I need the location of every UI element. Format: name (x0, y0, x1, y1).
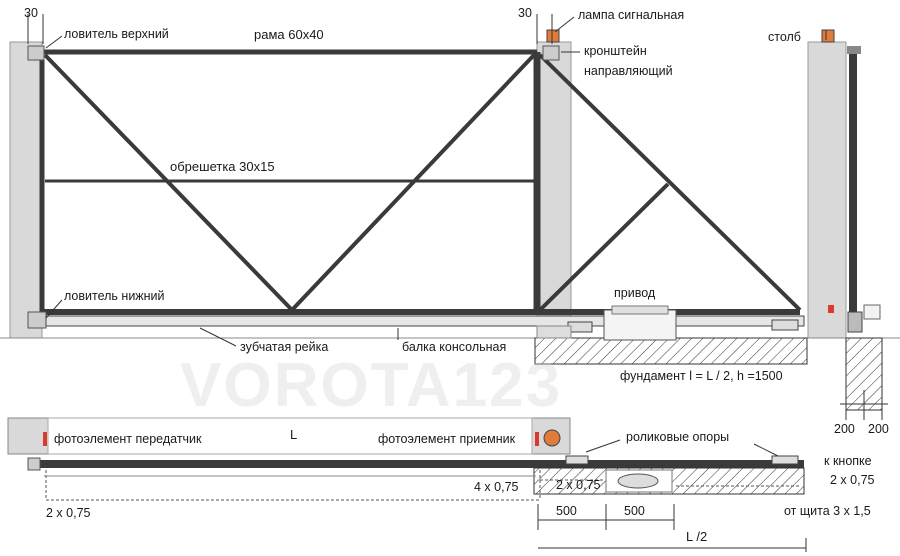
label-lathing: обрешетка 30х15 (170, 159, 275, 174)
drive-unit (603, 309, 677, 341)
cantilever-beam (45, 315, 805, 327)
dim-30-right: 30 (518, 6, 532, 20)
label-photo-receiver: фотоэлемент приемник (378, 432, 516, 446)
post-roller (847, 311, 863, 333)
right-post (807, 41, 847, 339)
label-post: столб (768, 30, 801, 44)
label-roller-supports: роликовые опоры (626, 430, 730, 444)
left-post (9, 41, 43, 339)
label-length-L: L (290, 427, 298, 442)
dim-30-left: 30 (24, 6, 38, 20)
roller-1 (567, 321, 593, 333)
post-photocell (828, 305, 834, 313)
watermark: VOROTA123 (180, 351, 563, 420)
label-to-button: к кнопке (824, 454, 872, 468)
label-gear-rack: зубчатая рейка (240, 340, 329, 354)
label-drive: привод (614, 286, 656, 300)
guide-bracket (542, 45, 560, 61)
post-lamp (821, 29, 835, 43)
label-catcher-bottom: ловитель нижний (64, 289, 165, 303)
post-guide-bar (849, 50, 857, 318)
middle-base (536, 325, 572, 339)
dim-500-b: 500 (624, 504, 645, 518)
plan-roller-2 (771, 455, 799, 465)
drive-top (611, 305, 669, 315)
plan-roller-1 (565, 455, 589, 465)
label-catcher-top: ловитель верхний (64, 27, 169, 41)
plan-gate-outline (47, 417, 533, 455)
label-cable-4x075: 4 х 0,75 (474, 480, 519, 494)
label-from-panel: от щита 3 х 1,5 (784, 504, 871, 518)
middle-post (536, 41, 572, 339)
plan-catcher (27, 457, 41, 471)
label-photo-transmitter: фотоэлемент передатчик (54, 432, 202, 446)
roller-2 (771, 319, 799, 331)
label-signal-lamp: лампа сигнальная (578, 8, 685, 22)
photo-transmitter (43, 432, 47, 446)
top-catcher (27, 45, 45, 61)
label-cable-right: 2 х 0,75 (830, 473, 875, 487)
plan-drive-base (617, 473, 659, 489)
bottom-catcher (27, 311, 47, 329)
label-cable-mid: 2 х 0,75 (556, 478, 601, 492)
label-cable-left: 2 х 0,75 (46, 506, 91, 520)
label-foundation: фундамент l = L / 2, h =1500 (620, 369, 783, 383)
label-bracket-1: кронштейн (584, 44, 647, 58)
gate-frame (39, 49, 802, 315)
post-cap (863, 304, 881, 320)
photo-receiver-mark (535, 432, 539, 446)
label-cantilever-beam: балка консольная (402, 340, 507, 354)
label-half-L: L /2 (686, 529, 708, 544)
post-top-bracket (847, 46, 861, 54)
dim-200-a: 200 (834, 422, 855, 436)
plan-gate-bar (40, 460, 804, 468)
plan-left-post (7, 417, 49, 455)
label-bracket-2: направляющий (584, 64, 673, 78)
signal-lamp (546, 29, 560, 43)
foundation (534, 337, 808, 365)
photo-receiver-lamp (543, 429, 561, 447)
label-frame: рама 60х40 (254, 27, 324, 42)
dim-500-a: 500 (556, 504, 577, 518)
dim-200-b: 200 (868, 422, 889, 436)
